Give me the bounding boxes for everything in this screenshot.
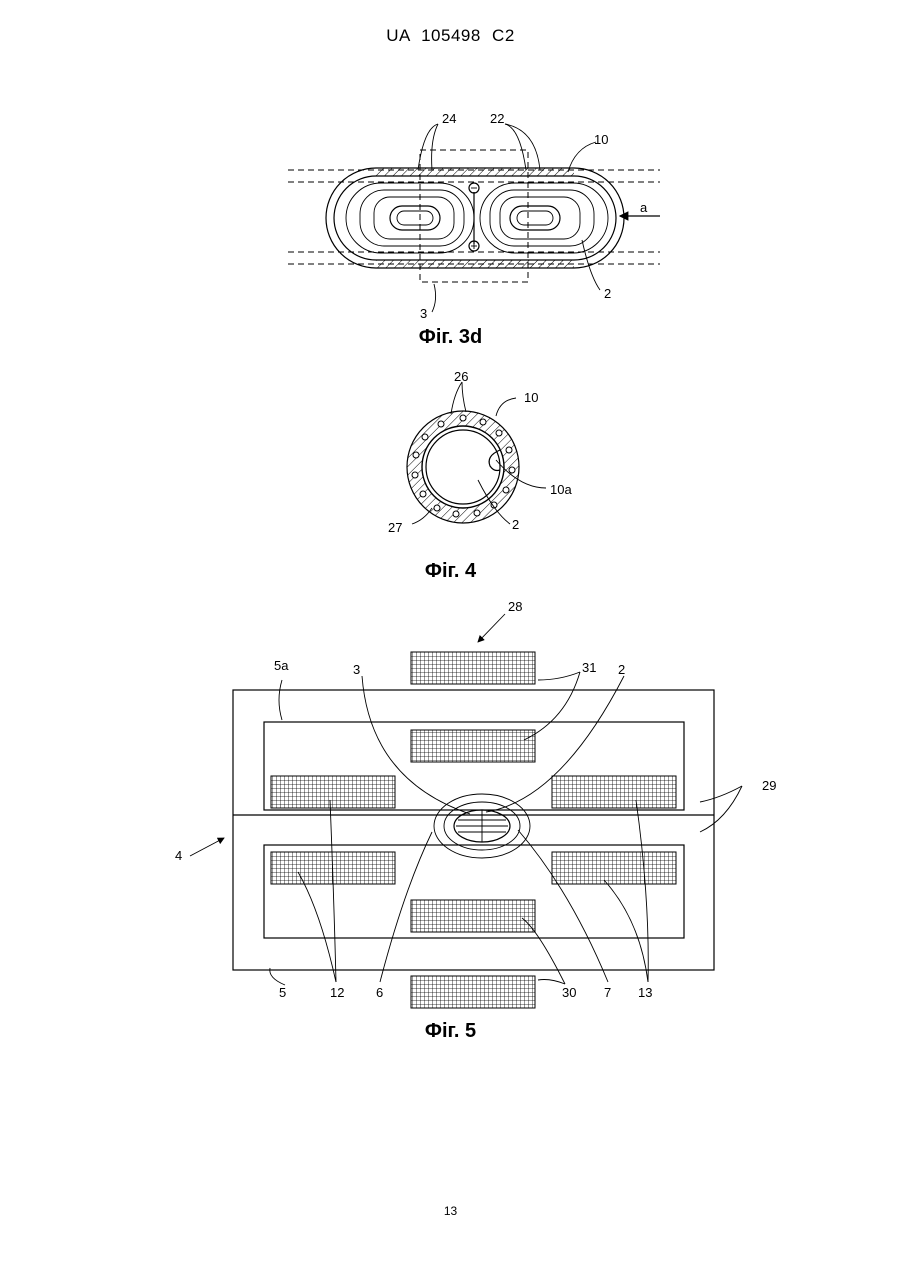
figure-5 (190, 614, 742, 1008)
page-number: 13 (0, 1204, 901, 1218)
fig3d-label-a: a (640, 200, 648, 215)
fig5-label-13: 13 (638, 985, 652, 1000)
fig5-label-7: 7 (604, 985, 611, 1000)
fig3d-label-2: 2 (604, 286, 611, 301)
caption-fig-4: Фіг. 4 (0, 560, 901, 583)
fig4-label-10: 10 (524, 390, 538, 405)
fig5-label-30: 30 (562, 985, 576, 1000)
fig3d-label-24: 24 (442, 111, 456, 126)
fig5-label-3: 3 (353, 662, 360, 677)
figure-3d (288, 124, 660, 312)
fig5-label-5a: 5a (274, 658, 289, 673)
fig3d-label-10: 10 (594, 132, 608, 147)
fig5-label-31: 31 (582, 660, 596, 675)
fig5-label-12: 12 (330, 985, 344, 1000)
fig5-label-5: 5 (279, 985, 286, 1000)
fig5-label-4: 4 (175, 848, 182, 863)
caption-fig-3d: Фіг. 3d (0, 326, 901, 349)
fig4-label-26: 26 (454, 369, 468, 384)
fig3d-label-3: 3 (420, 306, 427, 321)
fig5-label-28: 28 (508, 599, 522, 614)
caption-fig-5: Фіг. 5 (0, 1020, 901, 1043)
fig3d-label-22: 22 (490, 111, 504, 126)
fig5-label-2: 2 (618, 662, 625, 677)
fig4-label-2: 2 (512, 517, 519, 532)
fig5-label-29: 29 (762, 778, 776, 793)
fig4-label-10a: 10a (550, 482, 572, 497)
fig5-label-6: 6 (376, 985, 383, 1000)
fig4-label-27: 27 (388, 520, 402, 535)
